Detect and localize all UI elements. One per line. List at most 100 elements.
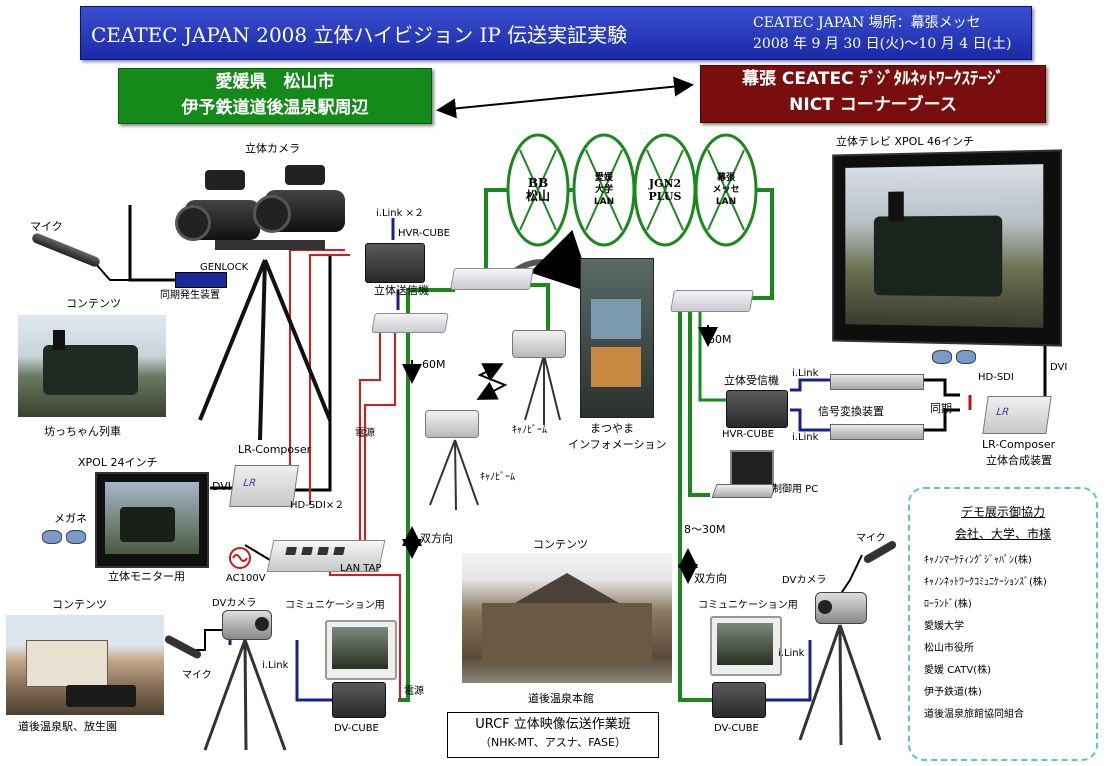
hvr-cube-receiver [726, 390, 788, 428]
hvr-cube-sender [365, 243, 425, 283]
lan-tap-label: LAN TAP [340, 563, 382, 575]
partner-item: 愛媛 CATV(株) [924, 661, 991, 676]
dv-camera-right [815, 592, 867, 624]
dv-camera-right-label: DVカメラ [782, 575, 826, 587]
bw-60m-right: 60M [708, 333, 732, 346]
xpol46-label: 立体テレビ XPOL 46インチ [836, 135, 974, 148]
lr-composer-left: LR [229, 465, 299, 507]
dv-camera-left [222, 610, 272, 640]
lr-logo-right: LR [996, 407, 1010, 418]
network-label-2: 愛媛 大学 LAN [590, 172, 618, 208]
wireless-link [480, 365, 505, 398]
sync-generator-device [175, 272, 227, 288]
control-pc-label: 制御用 PC [772, 484, 818, 496]
dv-cube-right [712, 682, 766, 718]
glasses-right-lens-right [956, 350, 976, 364]
dogo-honkan-photo [462, 553, 672, 683]
matsuyama-label-1: まつやま [590, 422, 634, 435]
switch-right [670, 290, 754, 312]
converter-label: 信号変換装置 [818, 405, 884, 418]
honkan-building [482, 603, 652, 663]
glasses-lens-left [42, 530, 62, 544]
bw-8-30m: 8～30M [684, 523, 726, 536]
partner-item: ﾛｰﾗﾝﾄﾞ(株) [924, 595, 972, 610]
lan-tap-port-3 [317, 547, 329, 555]
urcf-line1: URCF 立体映像伝送作業班 [448, 715, 658, 735]
matsuyama-label-2: インフォメーション [568, 438, 666, 451]
control-pc-keyboard [711, 484, 776, 498]
dv-camera-right-lens [818, 600, 832, 614]
network-2-line1: 愛媛 [590, 172, 618, 184]
switch-center [450, 268, 534, 290]
xpol24-train [120, 507, 175, 542]
train-chimney [53, 330, 65, 350]
ilink-x2-label: i.Link ×２ [376, 208, 424, 220]
dogo-station-label: 道後温泉駅、放生園 [18, 720, 117, 733]
contents-label-2: コンテンツ [52, 598, 107, 611]
xpol46-train [874, 216, 1002, 297]
camera-mount-bar [215, 240, 325, 250]
partner-item: 伊予鉄道(株) [924, 683, 982, 698]
network-2-line2: 大学 [590, 184, 618, 196]
partners-title-2: 会社、大学、市様 [910, 525, 1096, 542]
comm-monitor-right-screen [717, 623, 773, 665]
ilink-left-label: i.Link [262, 660, 288, 672]
bidirectional-right: 双方向 [694, 572, 727, 585]
camera-lens-left [175, 205, 211, 241]
xpol46-tv [832, 149, 1062, 346]
camera-handle-left [205, 170, 245, 190]
kiosk-poster [591, 347, 641, 387]
dv-cube-right-label: DV-CUBE [714, 723, 759, 735]
mic-right-label: マイク [856, 533, 886, 545]
power-label-2: 電源 [404, 686, 424, 698]
contents-center-label: コンテンツ [533, 538, 588, 551]
glasses-right-lens-left [932, 350, 952, 364]
ilink-right-a: i.Link [792, 368, 818, 380]
dvi-right-label: DVI [1050, 362, 1067, 374]
station-train [66, 685, 136, 707]
kiosk-screen [591, 299, 641, 339]
contents-label-1: コンテンツ [66, 297, 121, 310]
lr-logo-left: LR [243, 478, 257, 489]
lr-composer-left-label: LR-Composer [238, 443, 311, 456]
bidirectional-left: 双方向 [420, 532, 453, 545]
network-label-3: JGN2 PLUS [645, 177, 685, 203]
stereo-camera [175, 165, 350, 260]
canobeam-2 [425, 410, 479, 438]
train-body [43, 345, 138, 395]
xpol46-screen [845, 164, 1043, 328]
botchan-train-photo [18, 315, 166, 417]
mic-left-label: マイク [182, 670, 212, 682]
monitor-label: 立体モニター用 [108, 570, 185, 583]
glasses-icon [42, 530, 88, 544]
network-label-4: 幕張 メッセ LAN [710, 172, 742, 208]
comm-monitor-right [710, 616, 782, 676]
comm-use-left-label: コミュニケーション用 [285, 600, 385, 612]
dvi-left-label: DVI [212, 480, 231, 493]
honkan-roof [502, 573, 632, 603]
partner-item: 道後温泉旅館協同組合 [924, 705, 1024, 720]
partner-item: 愛媛大学 [924, 617, 964, 632]
comm-use-right-label: コミュニケーション用 [698, 600, 798, 612]
urcf-line2: （NHK-MT、アスナ、FASE） [448, 735, 658, 751]
ilink-right-b: i.Link [792, 432, 818, 444]
xpol24-label: XPOL 24インチ [78, 456, 157, 469]
dogo-honkan-label: 道後温泉本館 [528, 692, 594, 705]
sync-generator-label: 同期発生装置 [160, 290, 220, 302]
partner-item: ｷｬﾉﾝﾏｰｹﾃｨﾝｸﾞｼﾞｬﾊﾟﾝ(株) [924, 551, 1032, 566]
hvr-cube-receiver-label: HVR-CUBE [722, 429, 774, 441]
glasses-lens-right [66, 530, 86, 544]
xpol24-screen [105, 482, 199, 554]
botchan-label: 坊っちゃん列車 [44, 425, 121, 438]
ac100v-label: AC100V [226, 573, 266, 585]
power-label-1: 電源 [355, 428, 375, 440]
bw-60m-left: 60M [422, 358, 446, 371]
dv-cube-left [332, 682, 386, 718]
canobeam-1 [512, 330, 566, 358]
network-1-line2: 松山 [526, 190, 550, 203]
xpol46-chimney [888, 192, 903, 222]
lr-composer-right: LR [982, 396, 1051, 434]
network-4-line1: 幕張 [710, 172, 742, 184]
camera-lens-right [253, 195, 291, 233]
sync-label: 同期 [930, 402, 952, 415]
